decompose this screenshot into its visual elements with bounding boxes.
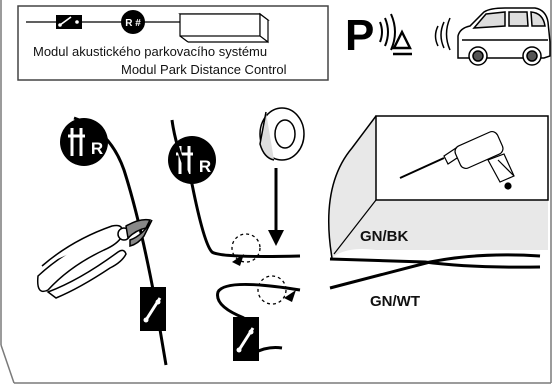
- tape-arrow: [268, 168, 284, 246]
- car-icon: [457, 7, 551, 66]
- module-label-cz: Modul akustického parkovacího systému: [33, 44, 268, 59]
- wrap-marker: [231, 233, 287, 305]
- module-schematic: R #: [26, 10, 270, 44]
- pdc-letter: P: [345, 11, 374, 60]
- drill-detail-panel: [327, 115, 549, 259]
- connector-icon: [233, 317, 259, 361]
- fuse-symbol-icon: R #: [121, 10, 145, 34]
- cutting-pliers-icon: [36, 218, 153, 299]
- wire-label-gn-bk: GN/BK: [360, 228, 409, 245]
- relay-badge-left: R: [60, 118, 108, 166]
- module-label-en: Modul Park Distance Control: [121, 62, 287, 77]
- fuse-symbol-text: R #: [125, 18, 141, 29]
- relay-badge-text: R: [199, 157, 211, 176]
- insulating-tape-icon: [259, 107, 305, 161]
- control-module-icon: [178, 12, 270, 44]
- wrap-arrow: [232, 254, 244, 266]
- sound-waves-icon: [434, 17, 451, 51]
- wrap-arrow: [284, 290, 296, 302]
- relay-badge-text: R: [91, 139, 103, 158]
- connector-icon: [140, 287, 166, 331]
- park-distance-sensor-icon: [379, 13, 412, 56]
- wire-label-gn-wt: GN/WT: [370, 293, 420, 310]
- relay-badge-mid: R: [168, 136, 216, 184]
- drill-icon: [399, 131, 515, 190]
- switch-icon: [56, 15, 82, 29]
- pdc-sign: P: [345, 11, 412, 60]
